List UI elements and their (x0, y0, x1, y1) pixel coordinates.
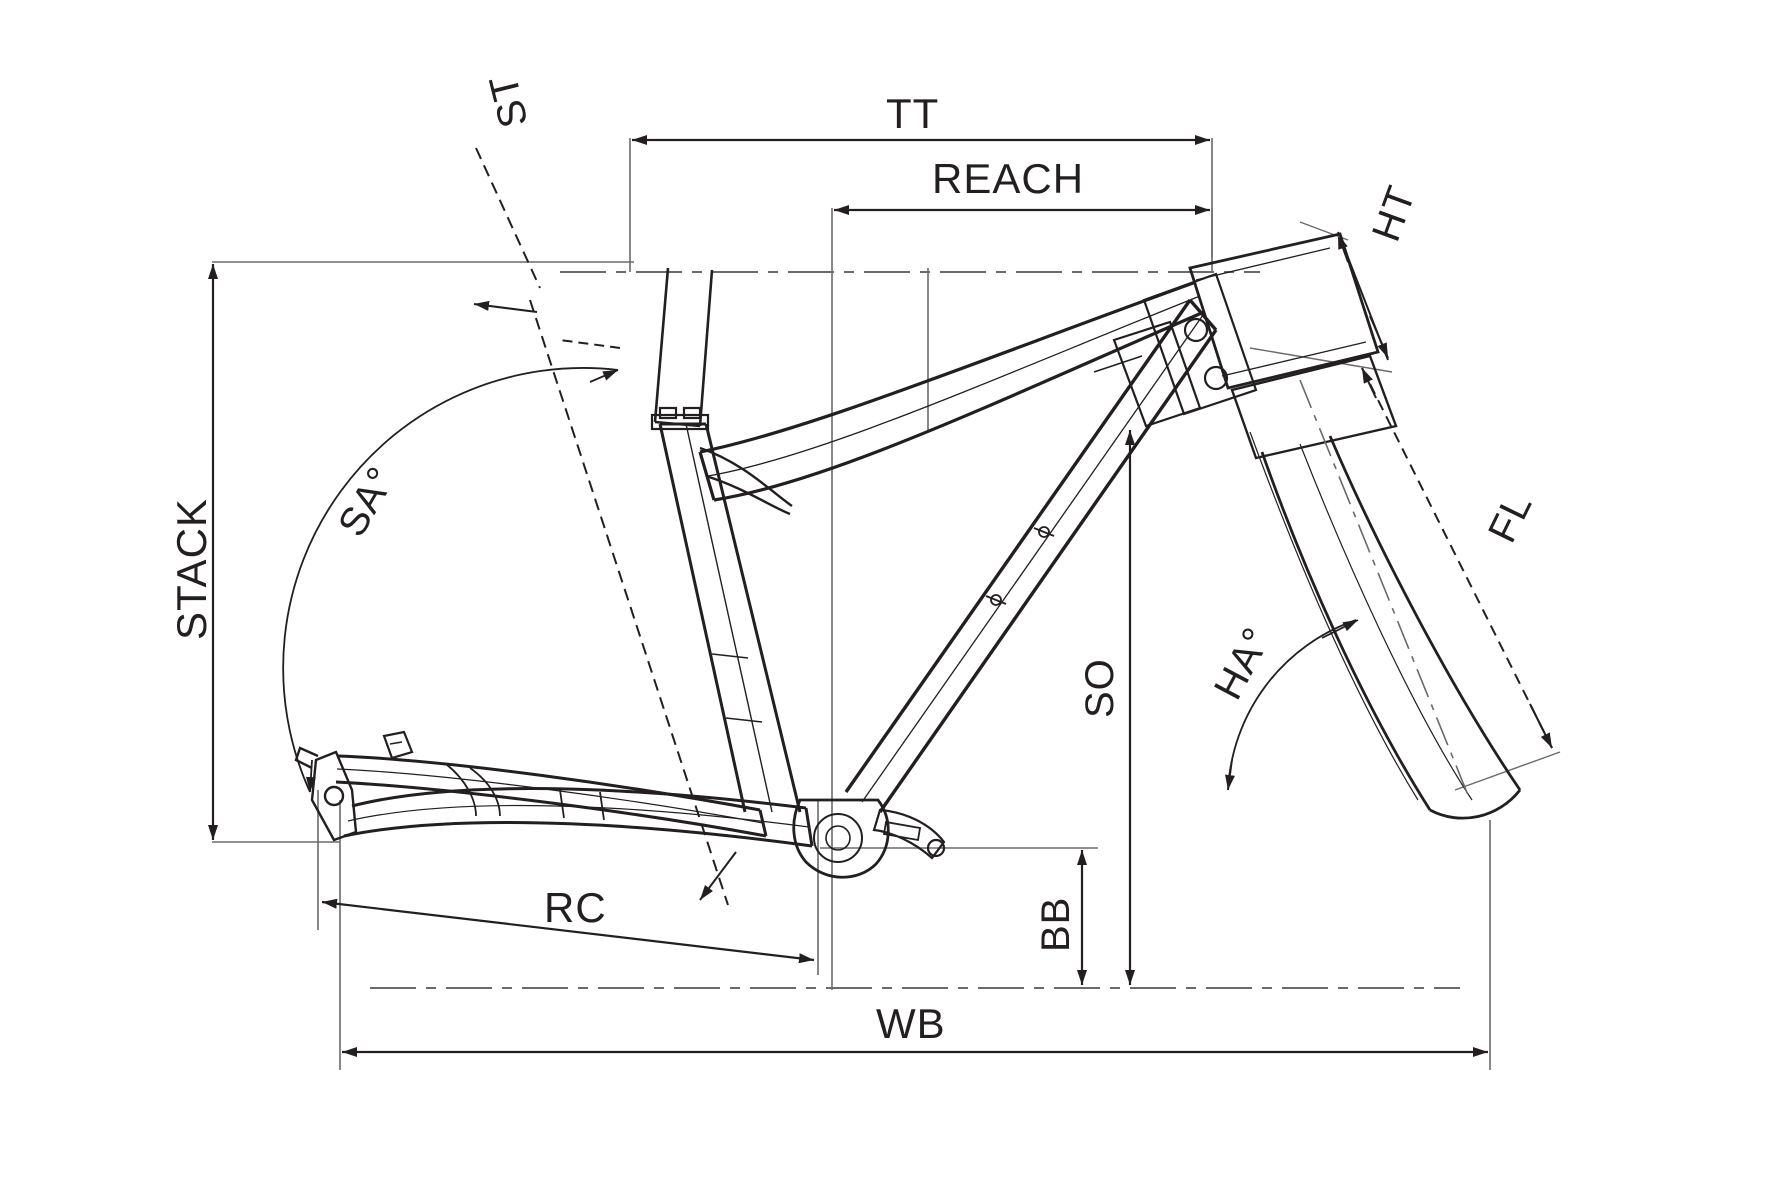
dimension-st (473, 147, 737, 906)
fork-centerline (1299, 379, 1471, 801)
bottom-bracket (792, 798, 890, 879)
label-so: SO (1078, 658, 1122, 718)
cable-guide (882, 820, 922, 842)
label-reach: REACH (932, 155, 1085, 202)
headset-detail (1093, 272, 1258, 428)
seatpost (653, 267, 714, 428)
seat-tube-detail (711, 653, 763, 723)
label-stack: STACK (168, 498, 215, 640)
brake-bridge (559, 789, 605, 821)
fork (1249, 431, 1522, 820)
derailleur-hanger (872, 808, 946, 860)
angle-arc-sa (282, 367, 619, 793)
angle-arc-ha (1225, 619, 1359, 791)
top-tube-gusset (699, 446, 793, 516)
rear-brake-mount (382, 730, 501, 817)
label-bb: BB (1034, 896, 1078, 952)
dimension-rc (321, 898, 815, 964)
label-tt: TT (886, 90, 940, 137)
rear-dropout (294, 746, 358, 842)
label-wb: WB (876, 1000, 946, 1047)
seat-clamp (650, 406, 710, 431)
bottle-boss (985, 526, 1055, 606)
head-tube (1188, 232, 1380, 390)
top-tube (698, 280, 1205, 502)
seatstay (335, 754, 768, 838)
fork-crown (1230, 354, 1398, 460)
down-tube (844, 298, 1218, 813)
seat-tube (658, 422, 802, 813)
label-rc: RC (544, 884, 607, 931)
